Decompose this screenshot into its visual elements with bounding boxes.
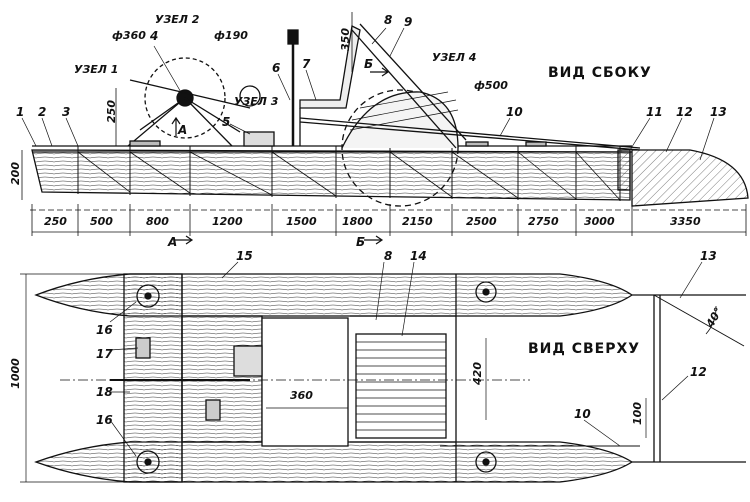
callout-1: 1 bbox=[16, 105, 25, 119]
callout-16-lower: 16 bbox=[96, 413, 113, 427]
callout-18: 18 bbox=[96, 385, 113, 399]
callout-7: 7 bbox=[302, 57, 311, 71]
side-rudder-block bbox=[631, 149, 749, 207]
callout-5: 5 bbox=[222, 115, 231, 129]
callout-3: 3 bbox=[62, 105, 71, 119]
callout-12: 12 bbox=[676, 105, 693, 119]
dim-rudder-100: 100 bbox=[630, 402, 644, 425]
callout-10-top: 10 bbox=[574, 407, 591, 421]
section-b-bottom: Б bbox=[356, 235, 366, 249]
station-250: 250 bbox=[44, 215, 67, 228]
side-view-title: ВИД СБОКУ bbox=[548, 65, 652, 81]
station-3000: 3000 bbox=[584, 215, 615, 228]
callout-12-top: 12 bbox=[690, 365, 707, 379]
node1-label: УЗЕЛ 1 bbox=[74, 63, 119, 76]
node2-label: УЗЕЛ 2 bbox=[155, 13, 200, 26]
height-250: 250 bbox=[104, 100, 118, 123]
callout-15: 15 bbox=[236, 249, 253, 263]
station-3350: 3350 bbox=[670, 215, 701, 228]
station-1200: 1200 bbox=[212, 215, 243, 228]
callout-10: 10 bbox=[506, 105, 523, 119]
side-view bbox=[21, 12, 749, 245]
height-350: 350 bbox=[338, 28, 352, 51]
height-200: 200 bbox=[8, 162, 22, 185]
top-wheel-lower bbox=[136, 450, 160, 474]
station-500: 500 bbox=[90, 215, 113, 228]
station-2150: 2150 bbox=[402, 215, 433, 228]
callout-11: 11 bbox=[646, 105, 663, 119]
node4-label: УЗЕЛ 4 bbox=[432, 51, 477, 64]
dim-width-1000: 1000 bbox=[8, 358, 22, 389]
station-2750: 2750 bbox=[528, 215, 559, 228]
callout-4: 4 bbox=[150, 29, 159, 43]
callout-14: 14 bbox=[410, 249, 427, 263]
section-a-side: А bbox=[178, 123, 188, 137]
callout-6: 6 bbox=[272, 61, 281, 75]
callout-13: 13 bbox=[710, 105, 727, 119]
top-view bbox=[20, 261, 746, 483]
top-seat-plate bbox=[261, 317, 349, 447]
dim-seat-360: 360 bbox=[290, 389, 313, 402]
station-ticks bbox=[31, 204, 747, 236]
top-view-title: ВИД СВЕРХУ bbox=[528, 341, 641, 357]
node3-label: УЗЕЛ 3 bbox=[234, 95, 279, 108]
section-a-bottom: А bbox=[168, 235, 178, 249]
callout-17: 17 bbox=[96, 347, 113, 361]
dim-drum-420: 420 bbox=[470, 362, 484, 385]
top-paddle-drum bbox=[355, 333, 447, 439]
section-b-top: Б bbox=[364, 57, 374, 71]
station-1500: 1500 bbox=[286, 215, 317, 228]
callout-9: 9 bbox=[404, 15, 413, 29]
callout-16-upper: 16 bbox=[96, 323, 113, 337]
callout-8-top: 8 bbox=[384, 249, 393, 263]
diameter-360: ф360 bbox=[112, 29, 146, 42]
diameter-500: ф500 bbox=[474, 79, 508, 92]
station-1800: 1800 bbox=[342, 215, 373, 228]
pedal-drive-wheel bbox=[144, 57, 226, 139]
callout-2: 2 bbox=[38, 105, 47, 119]
station-2500: 2500 bbox=[466, 215, 497, 228]
top-wheel-upper bbox=[136, 284, 160, 308]
diameter-190: ф190 bbox=[214, 29, 248, 42]
callout-13-top: 13 bbox=[700, 249, 717, 263]
callout-8: 8 bbox=[384, 13, 393, 27]
gearbox bbox=[243, 131, 275, 147]
station-800: 800 bbox=[146, 215, 169, 228]
